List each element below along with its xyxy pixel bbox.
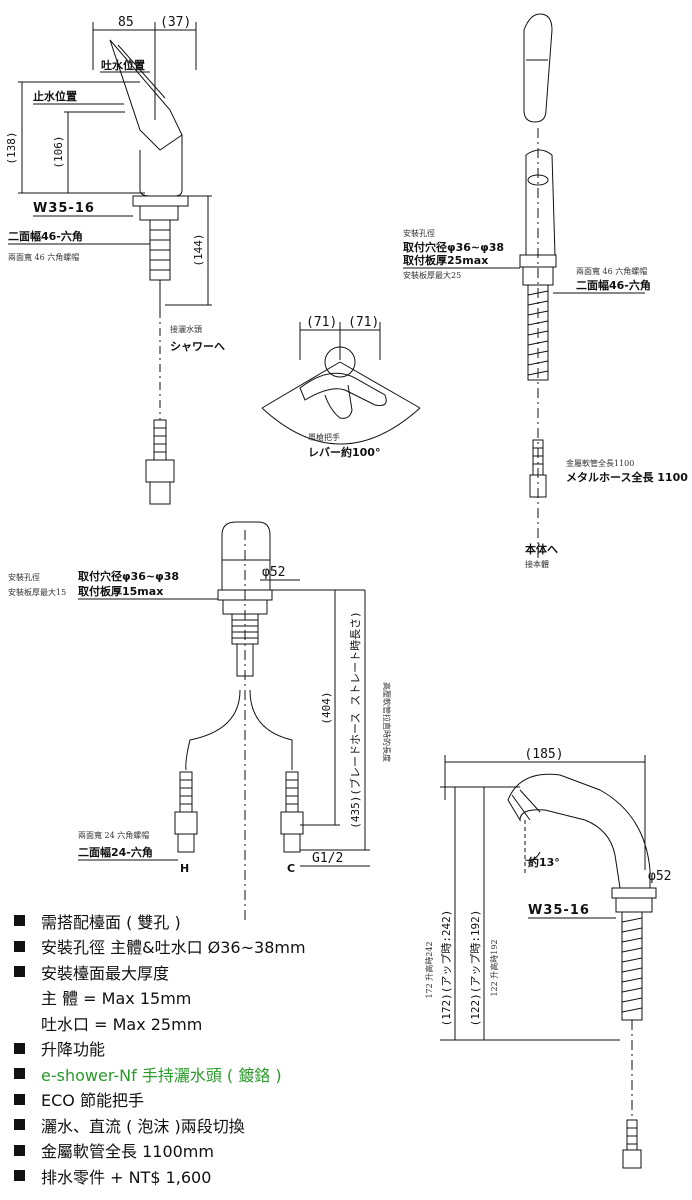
square-bullet-icon <box>14 1170 25 1182</box>
diameter-52-spout: φ52 <box>648 869 671 884</box>
feature-text: 吐水口 = Max 25mm <box>41 1014 203 1034</box>
lever-angle-jp: レバー約100° <box>308 445 380 459</box>
feature-item: 灑水、直流 ( 泡沫 )兩段切換 <box>14 1112 394 1138</box>
dim-144: (144) <box>192 233 205 266</box>
dim-138: (138) <box>5 131 18 164</box>
dim-85: 85 <box>118 15 134 30</box>
thread-w35-16: W35-16 <box>33 201 95 216</box>
spout-side-view: 安裝孔徑 取付穴径φ36~φ38 取付板厚25max 安裝板厚最大25 兩面寬 … <box>403 13 688 569</box>
hex-nut-46-zh: 兩面寬 46 六角螺帽 <box>8 252 79 262</box>
feature-text: 安裝孔徑 主體&吐水口 Ø36~38mm <box>41 938 306 958</box>
mount-hole-zh: 安裝孔徑 <box>403 228 435 238</box>
hose-length-zh: 金屬軟管全長1100 <box>566 458 634 468</box>
dim-435-zh: 高壓軟管拉直時的長度 <box>382 682 392 762</box>
feature-item: 主 體 = Max 15mm <box>14 985 394 1011</box>
hose-length: メタルホース全長 1100 <box>566 470 688 484</box>
hex-nut-46-zh-right: 兩面寬 46 六角螺帽 <box>576 266 647 276</box>
feature-text: 金屬軟管全長 1100mm <box>41 1142 214 1162</box>
dim-435: (435)(ブレードホース ストレート時長さ) <box>348 611 362 828</box>
square-bullet-icon <box>14 1068 25 1080</box>
feature-text: e-shower-Nf 手持灑水頭 ( 鍍鉻 ) <box>41 1065 282 1085</box>
thread-g1-2: G1/2 <box>312 851 343 866</box>
feature-item: 吐水口 = Max 25mm <box>14 1010 394 1036</box>
dim-71-right: (71) <box>348 315 379 330</box>
plate-thickness-zh: 安裝板厚最大25 <box>403 270 461 280</box>
label-stop-position: 止水位置 <box>33 89 77 103</box>
feature-item: 安裝孔徑 主體&吐水口 Ø36~38mm <box>14 934 394 960</box>
mount-hole-zh-mid: 安裝孔徑 <box>8 572 40 582</box>
square-bullet-icon <box>14 1093 25 1105</box>
dim-71-left: (71) <box>306 315 337 330</box>
feature-item: 安裝檯面最大厚度 <box>14 959 394 985</box>
plate-thickness-zh-mid: 安裝板厚最大15 <box>8 587 66 597</box>
feature-text: 排水零件 + NT$ 1,600 <box>41 1167 212 1187</box>
dim-404: (404) <box>320 691 333 724</box>
side-view-faucet: 85 (37) 吐水位置 止水位置 (138) (106) W35-16 二面幅… <box>5 15 225 505</box>
dim-242-zh: 172 升高時242 <box>424 941 434 998</box>
feature-text: 需搭配檯面 ( 雙孔 ) <box>41 912 181 932</box>
to-body-zh: 接本體 <box>525 559 549 569</box>
square-bullet-icon <box>14 1144 25 1156</box>
feature-text: 安裝檯面最大厚度 <box>41 963 170 983</box>
feature-item: 排水零件 + NT$ 1,600 <box>14 1163 394 1189</box>
to-body-jp: 本体へ <box>525 542 558 556</box>
feature-item: ECO 節能把手 <box>14 1087 394 1113</box>
feature-item: 需搭配檯面 ( 雙孔 ) <box>14 908 394 934</box>
feature-list: 需搭配檯面 ( 雙孔 ) 安裝孔徑 主體&吐水口 Ø36~38mm 安裝檯面最大厚度… <box>14 908 394 1189</box>
feature-text: ECO 節能把手 <box>41 1091 144 1111</box>
lever-label-zh: 單槍把手 <box>308 432 340 442</box>
feature-item: 金屬軟管全長 1100mm <box>14 1138 394 1164</box>
feature-item: e-shower-Nf 手持灑水頭 ( 鍍鉻 ) <box>14 1061 394 1087</box>
dim-192-zh: 122 升高時192 <box>489 939 499 996</box>
thread-w35-16-spout: W35-16 <box>528 903 590 918</box>
body-with-hoses: 安裝孔徑 安裝板厚最大15 取付穴径φ36~φ38 取付板厚15max φ52 … <box>8 521 392 920</box>
hot-inlet-label: H <box>180 862 189 875</box>
spout-mounted-side-view: (185) 約13° φ52 W35-16 172 升高時242 (172)(ア… <box>424 747 671 1169</box>
plate-thickness-body: 取付板厚15max <box>78 584 163 598</box>
square-bullet-icon <box>14 940 25 952</box>
square-bullet-icon <box>14 966 25 978</box>
dim-37: (37) <box>160 15 191 30</box>
connect-shower-zh: 接灑水頭 <box>170 324 202 334</box>
mount-hole-spout: 取付穴径φ36~φ38 <box>403 240 504 254</box>
mount-hole-body: 取付穴径φ36~φ38 <box>78 569 179 583</box>
feature-text: 灑水、直流 ( 泡沫 )兩段切換 <box>41 1116 245 1136</box>
feature-text: 主 體 = Max 15mm <box>41 989 192 1009</box>
feature-text: 升降功能 <box>41 1040 106 1060</box>
angle-13: 約13° <box>528 855 560 869</box>
dim-242: (172)(アップ時:242) <box>440 910 453 1027</box>
cold-inlet-label: C <box>287 862 295 875</box>
dim-185: (185) <box>524 747 563 762</box>
hex-nut-24-zh: 兩面寬 24 六角螺帽 <box>78 830 149 840</box>
square-bullet-icon <box>14 1042 25 1054</box>
dim-192: (122)(アップ時:192) <box>469 910 482 1027</box>
hex-nut-46-right: 二面幅46-六角 <box>576 278 651 292</box>
connect-shower-jp: シャワーへ <box>170 340 225 353</box>
hex-nut-46: 二面幅46-六角 <box>8 229 83 243</box>
lever-top-view: (71) (71) 單槍把手 レバー約100° <box>261 315 421 459</box>
diameter-52-body: φ52 <box>262 565 285 580</box>
plate-thickness-spout: 取付板厚25max <box>403 253 488 267</box>
square-bullet-icon <box>14 1119 25 1131</box>
label-spout-position: 吐水位置 <box>101 58 145 72</box>
square-bullet-icon <box>14 915 25 927</box>
feature-item: 升降功能 <box>14 1036 394 1062</box>
hex-nut-24: 二面幅24-六角 <box>78 845 153 859</box>
dim-106: (106) <box>52 135 65 168</box>
